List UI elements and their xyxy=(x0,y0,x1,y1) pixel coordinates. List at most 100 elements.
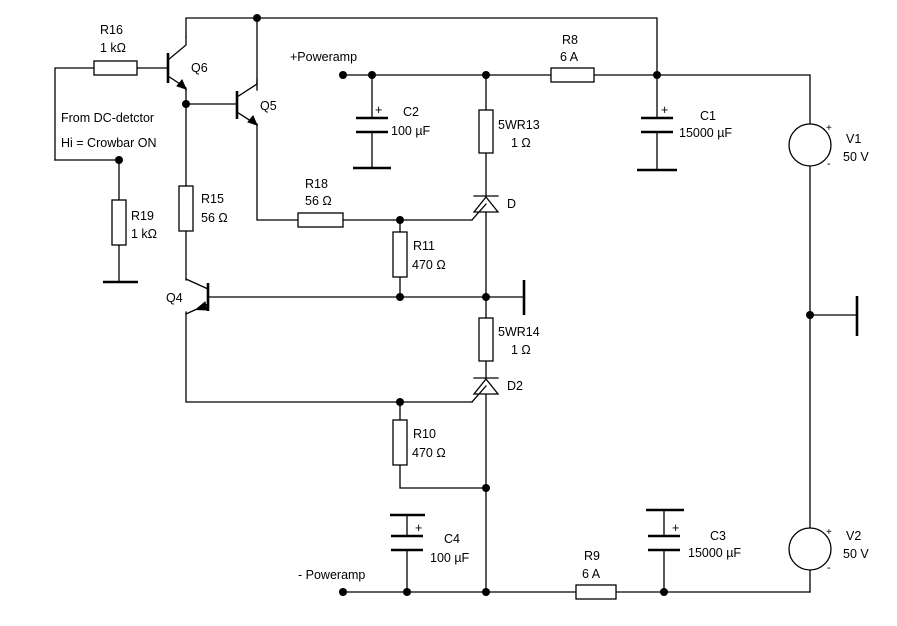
v1-plus-sign: + xyxy=(826,123,832,134)
capacitor-c3: + xyxy=(648,521,680,552)
wiring xyxy=(54,17,858,593)
label-c2-name: C2 xyxy=(403,105,419,119)
input-note-line1: From DC-detctor xyxy=(61,111,154,125)
label-r19-name: R19 xyxy=(131,209,154,223)
junction-dot xyxy=(653,71,661,79)
label-r13-value: 1 Ω xyxy=(511,136,531,150)
label-q4: Q4 xyxy=(166,291,183,305)
label-r9-name: R9 xyxy=(584,549,600,563)
resistor-r13 xyxy=(478,109,494,154)
wire-q4-emitter xyxy=(185,311,473,403)
label-d2: D2 xyxy=(507,379,523,393)
label-r19-value: 1 kΩ xyxy=(131,227,157,241)
thyristors xyxy=(471,195,500,403)
thyristor-d xyxy=(471,195,500,221)
junction-dot xyxy=(403,588,411,596)
wire-r10 xyxy=(399,401,487,489)
label-v1-name: V1 xyxy=(846,132,861,146)
net-label-neg-rail: - Poweramp xyxy=(298,568,365,582)
c4-plus-sign: + xyxy=(415,521,422,535)
c3-plus-sign: + xyxy=(672,521,679,535)
junction-dots xyxy=(115,14,814,596)
resistor-r11 xyxy=(392,231,408,278)
label-q5: Q5 xyxy=(260,99,277,113)
label-d: D xyxy=(507,197,516,211)
label-r13-name: 5WR13 xyxy=(498,118,540,132)
c1-plus-sign: + xyxy=(661,103,668,117)
v1-minus-sign: - xyxy=(827,158,831,170)
wire-input-r16 xyxy=(54,67,95,161)
voltage-sources: + - + - xyxy=(788,123,832,574)
wire-input-r19 xyxy=(54,159,120,201)
source-v1: + - xyxy=(788,123,832,170)
net-label-pos-rail: +Poweramp xyxy=(290,50,357,64)
junction-dot xyxy=(115,156,123,164)
label-c2-value: 100 µF xyxy=(391,124,431,138)
label-r16-value: 1 kΩ xyxy=(100,41,126,55)
label-r9-value: 6 A xyxy=(582,567,601,581)
wire-top-feedback xyxy=(185,17,658,76)
label-r15-name: R15 xyxy=(201,192,224,206)
transistor-q4 xyxy=(185,278,210,315)
fuse-r9 xyxy=(575,584,617,600)
label-r8-value: 6 A xyxy=(560,50,579,64)
label-c4-value: 100 µF xyxy=(430,551,470,565)
capacitors: + + + + xyxy=(356,103,680,552)
capacitor-c4: + xyxy=(391,521,423,552)
resistor-r14 xyxy=(478,317,494,362)
junction-dot xyxy=(339,71,347,79)
labels: +Poweramp - Poweramp From DC-detctor Hi … xyxy=(61,23,869,582)
label-r14-name: 5WR14 xyxy=(498,325,540,339)
junction-dot xyxy=(482,71,490,79)
wire-pos-rail xyxy=(342,74,811,125)
junction-dot xyxy=(482,484,490,492)
ground-bars xyxy=(103,166,859,517)
capacitor-c1: + xyxy=(641,103,673,134)
transistor-q5 xyxy=(235,79,258,126)
junction-dot xyxy=(396,398,404,406)
junction-dot xyxy=(396,216,404,224)
label-q6: Q6 xyxy=(191,61,208,75)
resistor-r16 xyxy=(93,60,138,76)
junction-dot xyxy=(806,311,814,319)
resistor-r15 xyxy=(178,185,194,232)
c2-plus-sign: + xyxy=(375,103,382,117)
capacitor-c2: + xyxy=(356,103,388,134)
label-c4-name: C4 xyxy=(444,532,460,546)
junction-dot xyxy=(482,293,490,301)
label-r11-name: R11 xyxy=(413,239,435,253)
label-c1-value: 15000 µF xyxy=(679,126,732,140)
label-r14-value: 1 Ω xyxy=(511,343,531,357)
thyristor-d2 xyxy=(471,377,500,403)
resistors xyxy=(93,60,617,600)
junction-dot xyxy=(396,293,404,301)
junction-dot xyxy=(482,588,490,596)
label-v1-value: 50 V xyxy=(843,150,869,164)
transistor-q6 xyxy=(166,36,187,91)
label-v2-name: V2 xyxy=(846,529,861,543)
junction-dot xyxy=(339,588,347,596)
junction-dot xyxy=(182,100,190,108)
resistor-r19 xyxy=(111,199,127,246)
junction-dot xyxy=(368,71,376,79)
label-c1-name: C1 xyxy=(700,109,716,123)
resistor-r10 xyxy=(392,419,408,466)
label-r8-name: R8 xyxy=(562,33,578,47)
v2-plus-sign: + xyxy=(826,527,832,538)
label-v2-value: 50 V xyxy=(843,547,869,561)
source-v2: + - xyxy=(788,527,832,574)
label-r18-value: 56 Ω xyxy=(305,194,332,208)
input-note-line2: Hi = Crowbar ON xyxy=(61,136,157,150)
fuse-r8 xyxy=(550,67,595,83)
junction-dot xyxy=(253,14,261,22)
resistor-r18 xyxy=(297,212,344,228)
label-r18-name: R18 xyxy=(305,177,328,191)
transistors xyxy=(166,36,258,315)
label-r10-value: 470 Ω xyxy=(412,446,446,460)
label-r11-value: 470 Ω xyxy=(412,258,446,272)
label-r10-name: R10 xyxy=(413,427,436,441)
wire-q5-emitter xyxy=(256,123,299,221)
v2-minus-sign: - xyxy=(827,562,831,574)
label-c3-value: 15000 µF xyxy=(688,546,741,560)
